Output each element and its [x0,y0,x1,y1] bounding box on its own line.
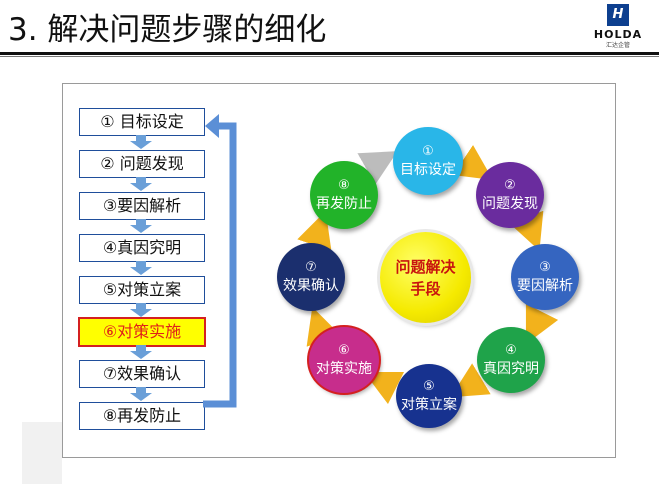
down-arrow-icon [130,303,152,317]
company-logo: H HOLDA 汇达企管 [583,4,653,49]
center-circle: 问题解决 手段 [380,232,471,323]
cycle-node-4: ④ 真因究明 [477,327,545,393]
step-1-box: ① 目标设定 [79,108,205,136]
cycle-node-8-number: ⑧ [338,178,350,193]
down-arrow-icon [130,219,152,233]
cycle-node-5-number: ⑤ [423,379,435,394]
cycle-node-3-label: 要因解析 [517,278,573,294]
cycle-node-5: ⑤ 对策立案 [396,364,462,428]
step-4-box: ④真因究明 [79,234,205,262]
cycle-node-2: ② 问题发现 [476,162,544,228]
cycle-node-7-label: 效果确认 [283,278,339,294]
center-label-line2: 手段 [410,279,441,298]
cycle-node-5-label: 对策立案 [401,397,457,413]
cycle-node-2-number: ② [504,178,516,193]
watermark-logo-icon [22,422,62,484]
logo-subtext: 汇达企管 [605,42,630,49]
cycle-node-8-label: 再发防止 [316,196,372,212]
cycle-node-6-highlighted: ⑥ 对策实施 [309,327,379,393]
cycle-node-3: ③ 要因解析 [511,244,579,310]
step-6-box-highlighted: ⑥对策实施 [78,317,206,347]
cycle-node-2-label: 问题发现 [482,196,538,212]
down-arrow-icon [130,345,152,359]
cycle-node-6-number: ⑥ [338,343,350,358]
cycle-node-4-label: 真因究明 [483,361,539,377]
step-2-box: ② 问题发现 [79,150,205,178]
logo-mark-icon: H [607,4,629,26]
cycle-node-6-label: 对策实施 [316,361,372,377]
title-underline-thin [0,56,659,57]
cycle-node-1: ① 目标设定 [393,127,463,195]
cycle-node-7-number: ⑦ [305,260,317,275]
cycle-node-8: ⑧ 再发防止 [310,161,378,229]
cycle-node-7: ⑦ 效果确认 [277,243,345,311]
down-arrow-icon [130,261,152,275]
logo-text: HOLDA [593,28,643,41]
center-label-line1: 问题解决 [395,257,456,276]
feedback-loop-arrow-icon [203,114,237,408]
cycle-node-4-number: ④ [505,343,517,358]
down-arrow-icon [130,387,152,401]
cycle-node-1-number: ① [422,144,434,159]
step-8-box: ⑧再发防止 [79,402,205,430]
cycle-node-1-label: 目标设定 [400,162,456,178]
cycle-node-3-number: ③ [539,260,551,275]
down-arrow-icon [130,177,152,191]
page-title: 3. 解决问题步骤的细化 [8,12,327,48]
step-3-box: ③要因解析 [79,192,205,220]
title-underline [0,52,659,55]
step-7-box: ⑦效果确认 [79,360,205,388]
down-arrow-icon [130,135,152,149]
step-5-box: ⑤对策立案 [79,276,205,304]
